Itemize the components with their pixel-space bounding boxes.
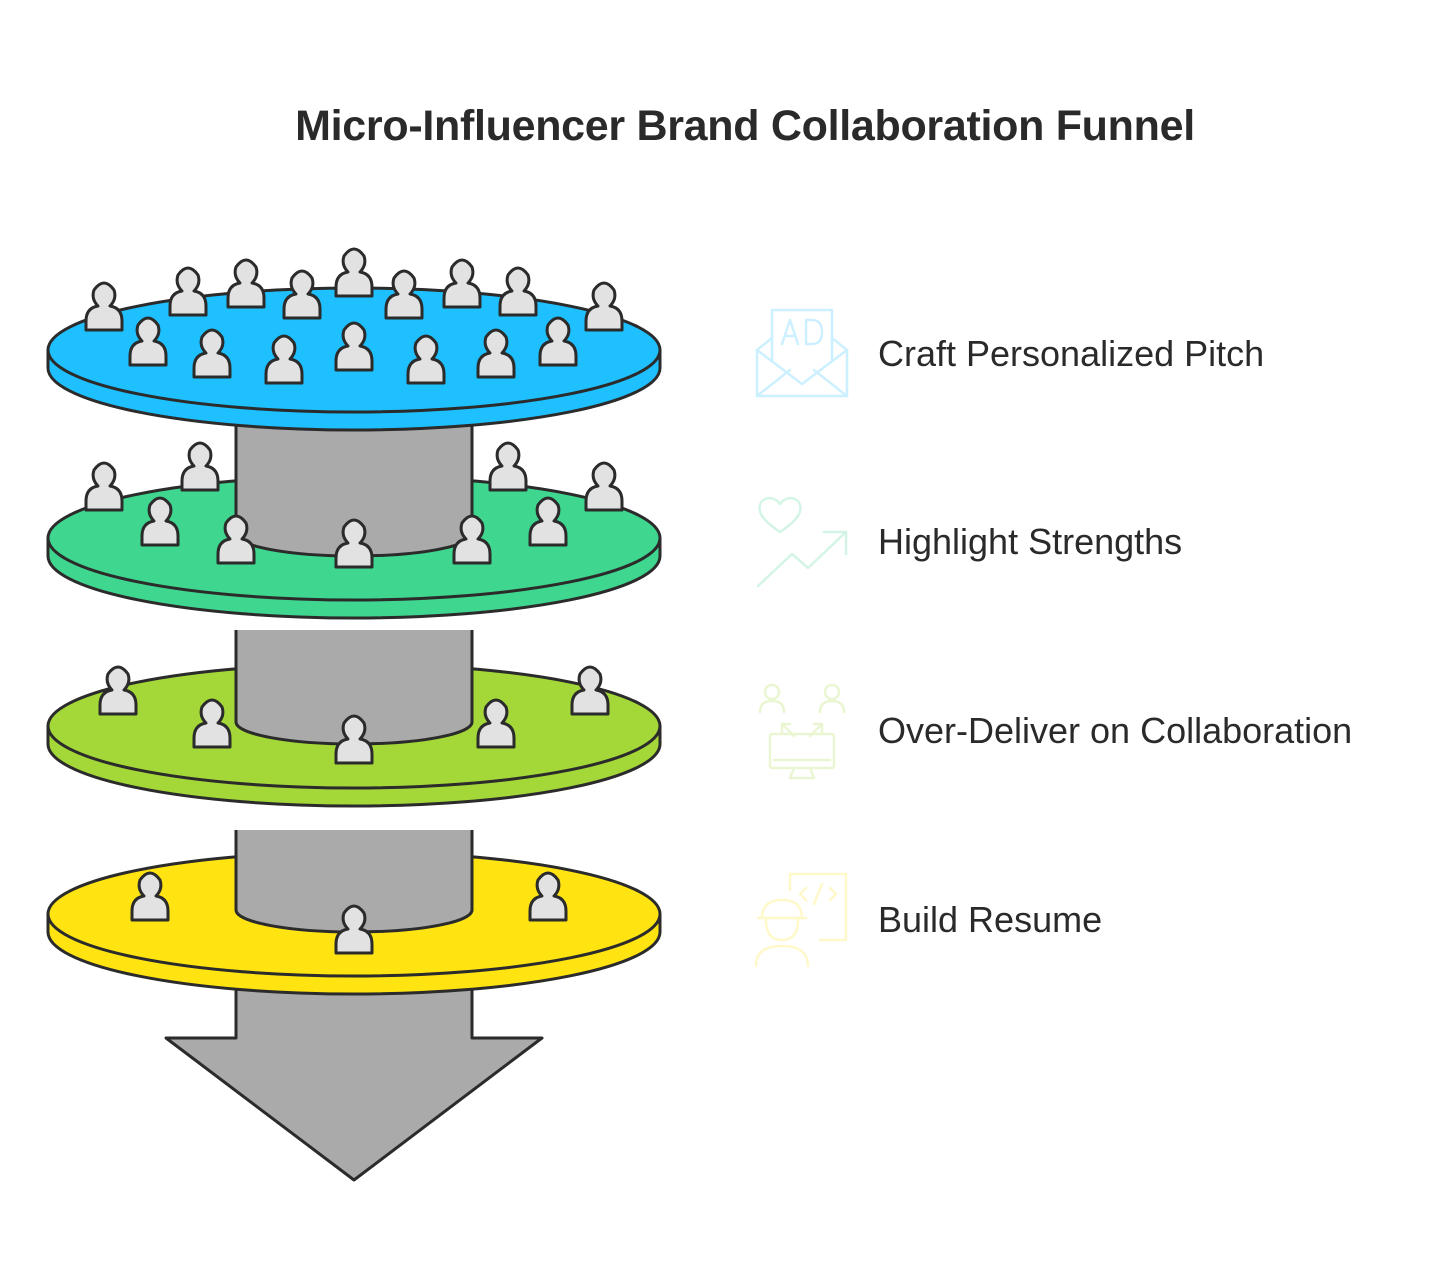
person-icon-stage2-4: [584, 461, 624, 512]
person-icon-stage1-2: [168, 266, 208, 317]
person-icon-stage2-7: [334, 518, 374, 569]
person-icon-stage1-15: [476, 328, 516, 379]
person-icon-stage1-11: [192, 328, 232, 379]
diagram-title: Micro-Influencer Brand Collaboration Fun…: [295, 102, 1195, 150]
person-icon-stage3-4: [476, 698, 516, 749]
person-icon-stage4-3: [334, 904, 374, 955]
person-icon-stage1-12: [264, 334, 304, 385]
heart-trend-icon: [756, 496, 848, 588]
person-icon-stage2-8: [452, 514, 492, 565]
person-icon-stage3-3: [192, 698, 232, 749]
person-icon-stage1-16: [538, 316, 578, 367]
stage-label-highlight-strengths: Highlight Strengths: [878, 521, 1183, 562]
person-icon-stage3-5: [334, 714, 374, 765]
person-icon-stage3-1: [98, 665, 138, 716]
person-icon-stage2-1: [84, 461, 124, 512]
person-icon-stage2-3: [488, 441, 528, 492]
people-computer-icon: [758, 683, 846, 780]
stage-label-build-resume: Build Resume: [878, 899, 1103, 940]
person-icon-stage1-5: [334, 247, 374, 298]
person-icon-stage1-6: [384, 269, 424, 320]
person-icon-stage1-14: [406, 334, 446, 385]
person-icon-stage1-10: [128, 316, 168, 367]
person-icon-stage1-13: [334, 321, 374, 372]
stage-label-craft-pitch: Craft Personalized Pitch: [878, 333, 1265, 374]
person-icon-stage1-4: [282, 269, 322, 320]
person-icon-stage1-8: [498, 266, 538, 317]
person-icon-stage1-3: [226, 258, 266, 309]
person-icon-stage2-5: [140, 496, 180, 547]
person-icon-stage1-7: [442, 258, 482, 309]
person-icon-stage4-1: [130, 871, 170, 922]
ad-envelope-icon: [755, 308, 849, 398]
person-icon-stage2-9: [528, 496, 568, 547]
developer-code-icon: [754, 872, 848, 968]
person-icon-stage4-2: [528, 871, 568, 922]
person-icon-stage1-1: [84, 281, 124, 332]
stage-label-over-deliver: Over-Deliver on Collaboration: [878, 710, 1353, 751]
person-icon-stage1-9: [584, 281, 624, 332]
person-icon-stage2-6: [216, 514, 256, 565]
person-icon-stage2-2: [180, 441, 220, 492]
person-icon-stage3-2: [570, 665, 610, 716]
